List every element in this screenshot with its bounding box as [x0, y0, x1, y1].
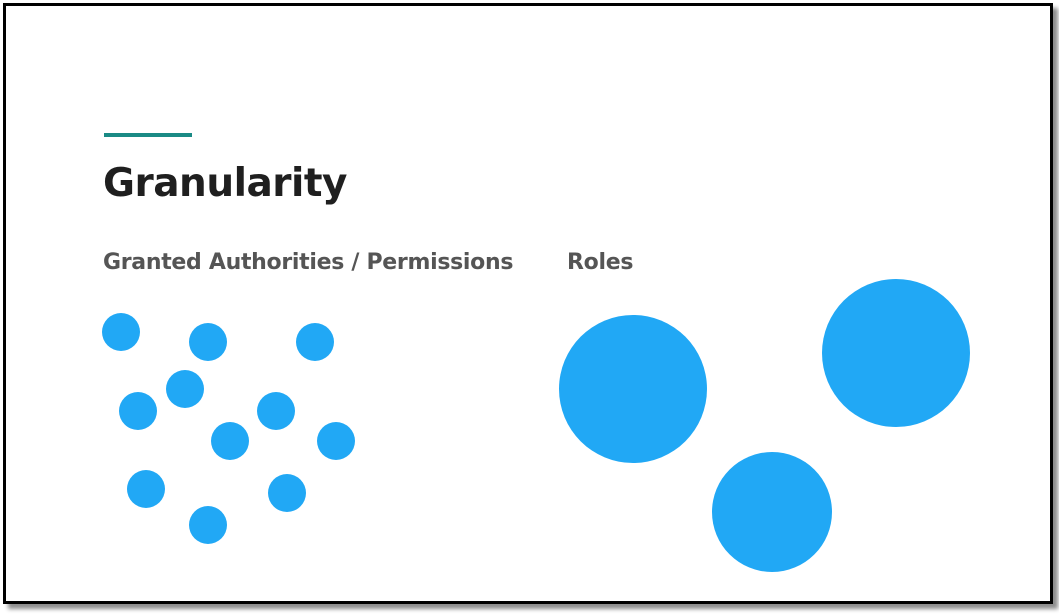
permission-circle [189, 323, 227, 361]
title-accent-bar [104, 133, 192, 137]
permission-circle [166, 370, 204, 408]
role-circle [712, 452, 832, 572]
slide: Granularity Granted Authorities / Permis… [3, 3, 1053, 604]
role-circles [559, 279, 970, 572]
permission-circle [119, 392, 157, 430]
permission-circle [211, 422, 249, 460]
permission-circle [268, 474, 306, 512]
permission-circles [102, 313, 355, 544]
permission-circle [102, 313, 140, 351]
permission-circle [189, 506, 227, 544]
permission-circle [127, 470, 165, 508]
permissions-heading: Granted Authorities / Permissions [103, 250, 514, 275]
circles-illustration [102, 279, 970, 572]
role-circle [822, 279, 970, 427]
role-circle [559, 315, 707, 463]
roles-heading: Roles [567, 250, 634, 275]
permission-circle [317, 422, 355, 460]
slide-title: Granularity [103, 161, 347, 206]
permission-circle [296, 323, 334, 361]
permission-circle [257, 392, 295, 430]
